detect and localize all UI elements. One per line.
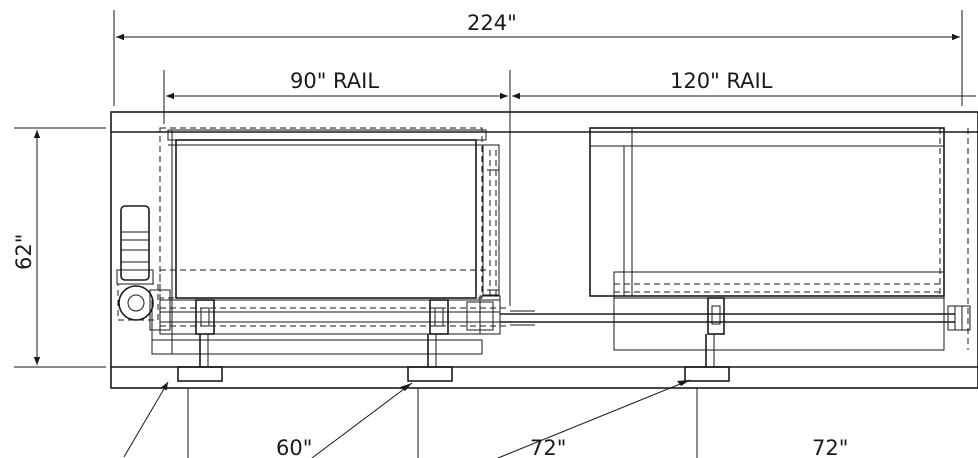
rail-right-dimension: 120" RAIL	[512, 69, 976, 100]
leader-line	[311, 382, 413, 458]
support-bracket	[429, 299, 449, 335]
top-wall	[110, 111, 978, 133]
motor-housing	[120, 205, 150, 281]
rail-end-cap	[947, 305, 971, 331]
rail-left-dimension: 90" RAIL	[163, 69, 511, 306]
height-dimension: 62"	[12, 127, 106, 368]
overall-dimension: 224"	[113, 10, 963, 106]
support-foot	[177, 366, 223, 382]
right-machine-body	[589, 127, 945, 297]
height-label: 62"	[12, 234, 36, 270]
right-machine	[589, 127, 969, 351]
left-machine	[151, 127, 500, 355]
span-3-label: 72"	[812, 436, 848, 458]
support-foot	[684, 366, 730, 382]
drive-rail	[159, 295, 971, 335]
rail-left-label: 90" RAIL	[290, 69, 379, 93]
support-foot	[407, 366, 453, 382]
span-2-label: 72"	[530, 436, 566, 458]
overall-dimension-label: 224"	[467, 11, 517, 35]
outer-frame	[110, 111, 978, 389]
leader-line	[497, 379, 691, 458]
rail-right-label: 120" RAIL	[670, 69, 773, 93]
support-bracket	[195, 299, 215, 335]
gearbox-icon	[118, 285, 154, 321]
leader-lines	[123, 379, 691, 458]
span-dimensions: 60" 72" 72"	[187, 388, 848, 458]
left-machine-body	[175, 139, 477, 299]
support-bracket	[707, 297, 725, 335]
span-1-label: 60"	[276, 436, 312, 458]
motor-unit	[116, 205, 171, 331]
bottom-wall	[110, 366, 978, 389]
supports	[177, 297, 730, 382]
